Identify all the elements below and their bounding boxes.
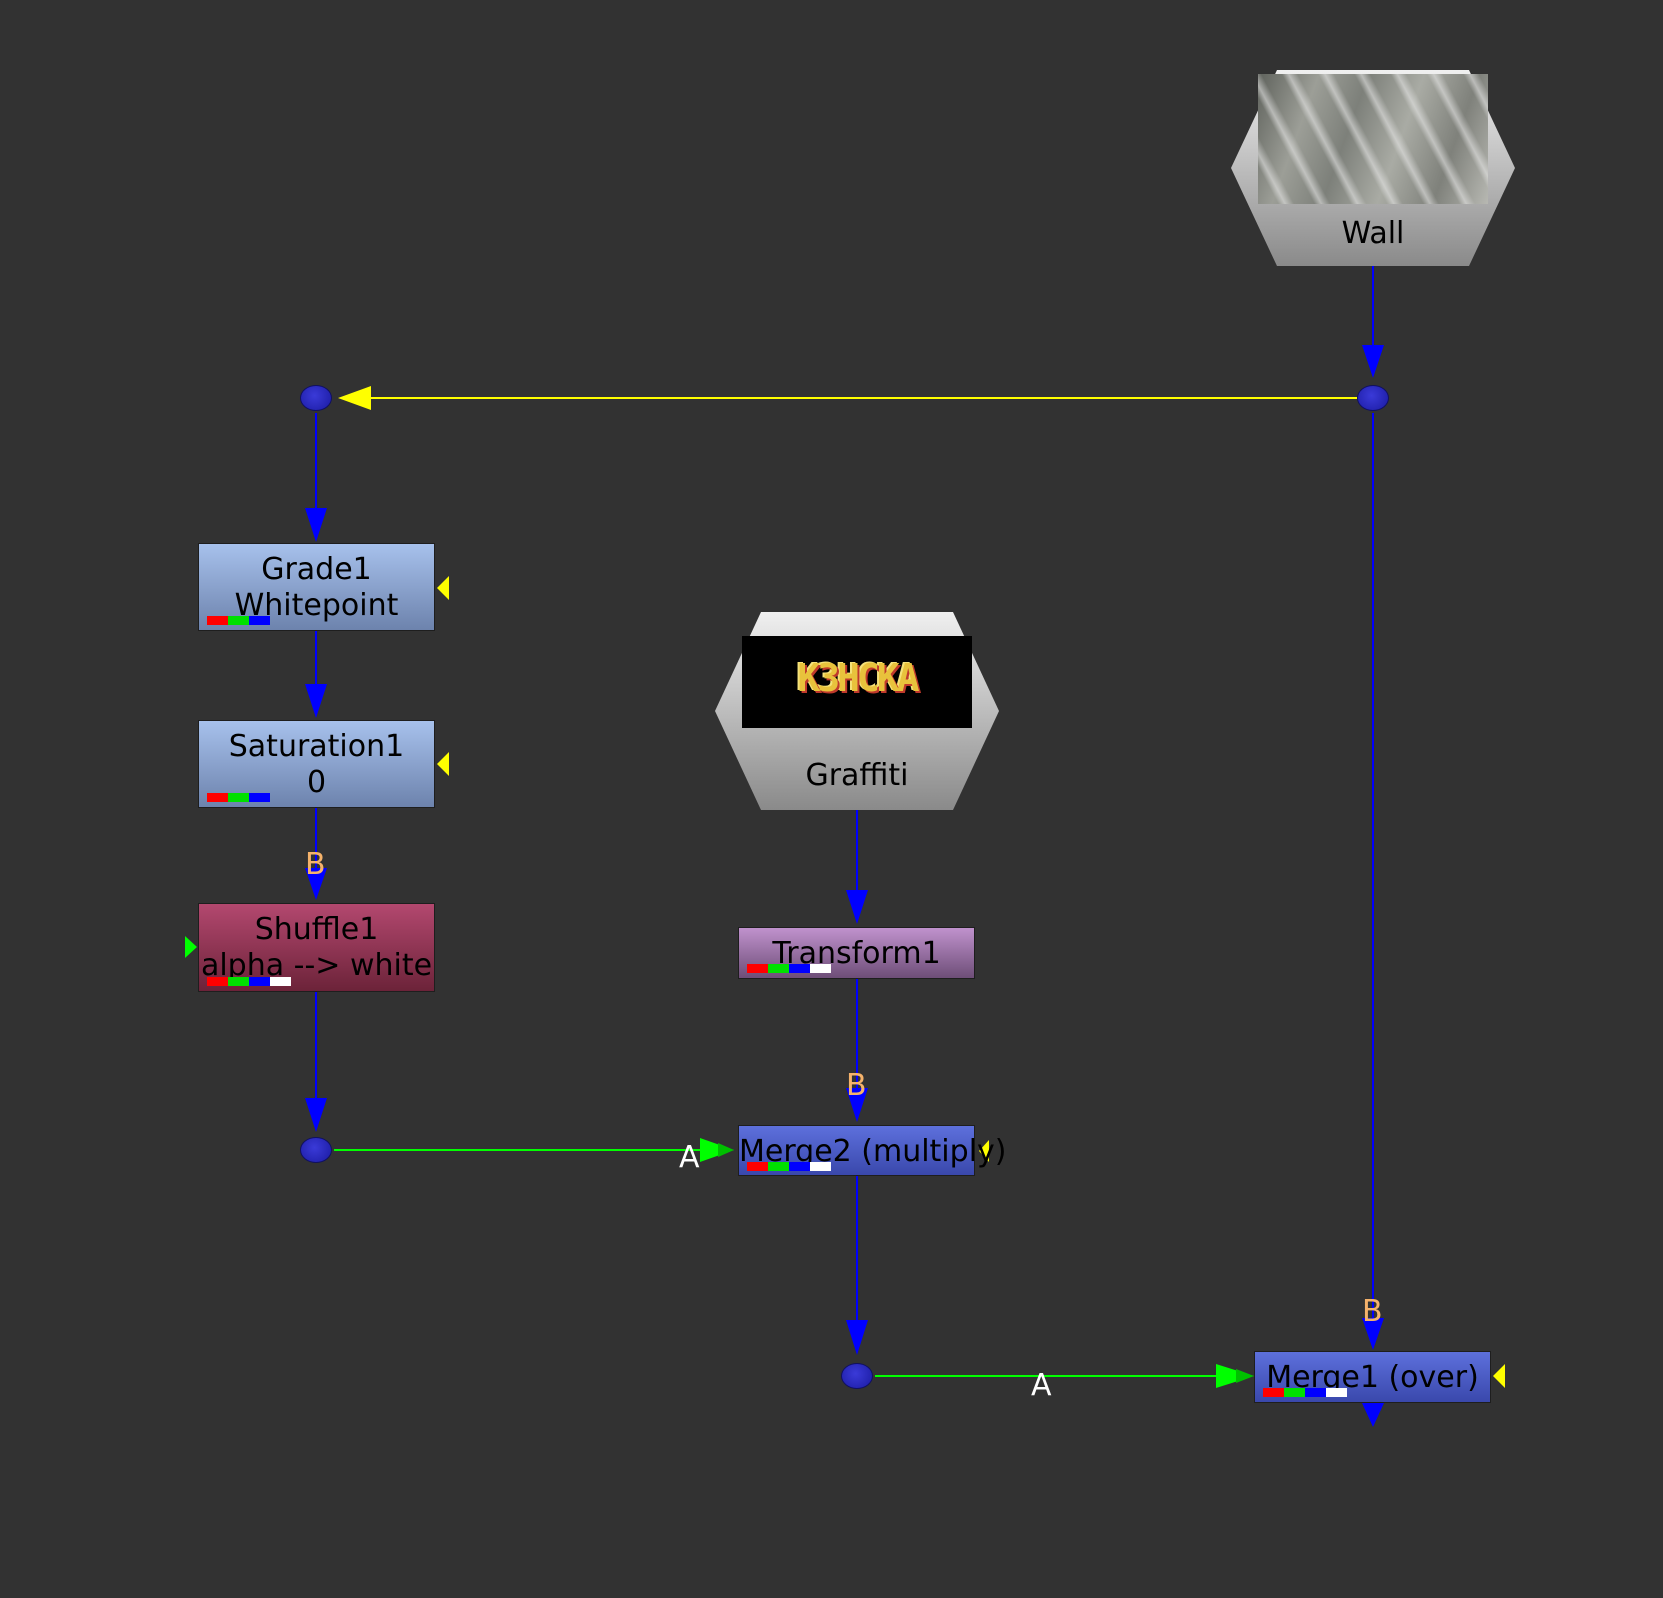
- arrow-head-transform1: [846, 890, 868, 924]
- arrow-head-merge2-a: [700, 1138, 734, 1162]
- merge1-b-input-label: B: [1362, 1294, 1383, 1329]
- arrow-head-merge1-a: [1216, 1364, 1254, 1388]
- grade1-mask-input-icon[interactable]: [437, 576, 449, 600]
- saturation1-node[interactable]: Saturation1 0: [198, 720, 435, 808]
- arrow-head-saturation1: [305, 684, 327, 718]
- merge2-channel-indicator: [747, 1162, 833, 1171]
- dot-wall[interactable]: [1357, 385, 1389, 411]
- merge1-node[interactable]: Merge1 (over): [1254, 1351, 1491, 1403]
- arrow-head-merge1-b: [1362, 1318, 1384, 1350]
- saturation1-mask-input-icon[interactable]: [437, 752, 449, 776]
- saturation1-title: Saturation1: [228, 729, 405, 764]
- transform1-channel-indicator: [747, 964, 833, 973]
- shuffle1-b-input-label: B: [305, 847, 326, 882]
- grade1-channel-indicator: [207, 616, 271, 625]
- arrow-head-shuffle1: [305, 868, 327, 900]
- merge1-a-input-label: A: [1031, 1368, 1052, 1403]
- shuffle1-node[interactable]: Shuffle1 alpha --> white: [198, 903, 435, 992]
- transform1-node[interactable]: Transform1: [738, 927, 975, 979]
- arrow-head-merge1-a-inner: [1236, 1369, 1254, 1383]
- read-node-graffiti-label: Graffiti: [805, 758, 909, 793]
- merge1-output-arrow[interactable]: [1362, 1403, 1384, 1427]
- arrow-head-merge2-b: [846, 1088, 868, 1122]
- saturation1-subtitle: 0: [306, 765, 327, 800]
- wall-thumbnail-icon: [1258, 74, 1488, 204]
- merge1-mask-input-icon[interactable]: [1493, 1364, 1505, 1388]
- merge2-a-input-label: A: [679, 1140, 700, 1175]
- dot-merge2-output[interactable]: [841, 1363, 873, 1389]
- dot-shuffle-output[interactable]: [300, 1137, 332, 1163]
- arrow-head-expression: [338, 386, 371, 410]
- shuffle1-title: Shuffle1: [254, 912, 379, 947]
- grade1-node[interactable]: Grade1 Whitepoint: [198, 543, 435, 631]
- arrow-head-grade1: [305, 508, 327, 542]
- graffiti-thumbnail-icon: K3HCKA: [742, 636, 972, 728]
- graffiti-thumbnail-text: K3HCKA: [797, 656, 919, 700]
- merge2-mask-input-icon[interactable]: [979, 1140, 989, 1162]
- transform1-b-input-label: B: [846, 1068, 867, 1103]
- grade1-title: Grade1: [261, 552, 372, 587]
- merge2-node[interactable]: Merge2 (multiply): [738, 1125, 1006, 1176]
- read-node-graffiti[interactable]: K3HCKA Graffiti: [715, 612, 999, 810]
- arrow-head-wall-dot: [1362, 345, 1384, 378]
- read-node-wall-label: Wall: [1341, 216, 1405, 251]
- saturation1-channel-indicator: [207, 793, 271, 802]
- shuffle1-side-input-icon[interactable]: [185, 936, 197, 958]
- read-node-wall[interactable]: Wall: [1231, 70, 1515, 266]
- shuffle1-channel-indicator: [207, 977, 293, 986]
- dot-left-top[interactable]: [300, 385, 332, 411]
- merge1-channel-indicator: [1263, 1388, 1349, 1397]
- arrow-head-merge2-dot: [846, 1320, 868, 1355]
- arrow-head-merge2-a-inner: [718, 1143, 734, 1157]
- arrow-head-shuffle-dot: [305, 1098, 327, 1132]
